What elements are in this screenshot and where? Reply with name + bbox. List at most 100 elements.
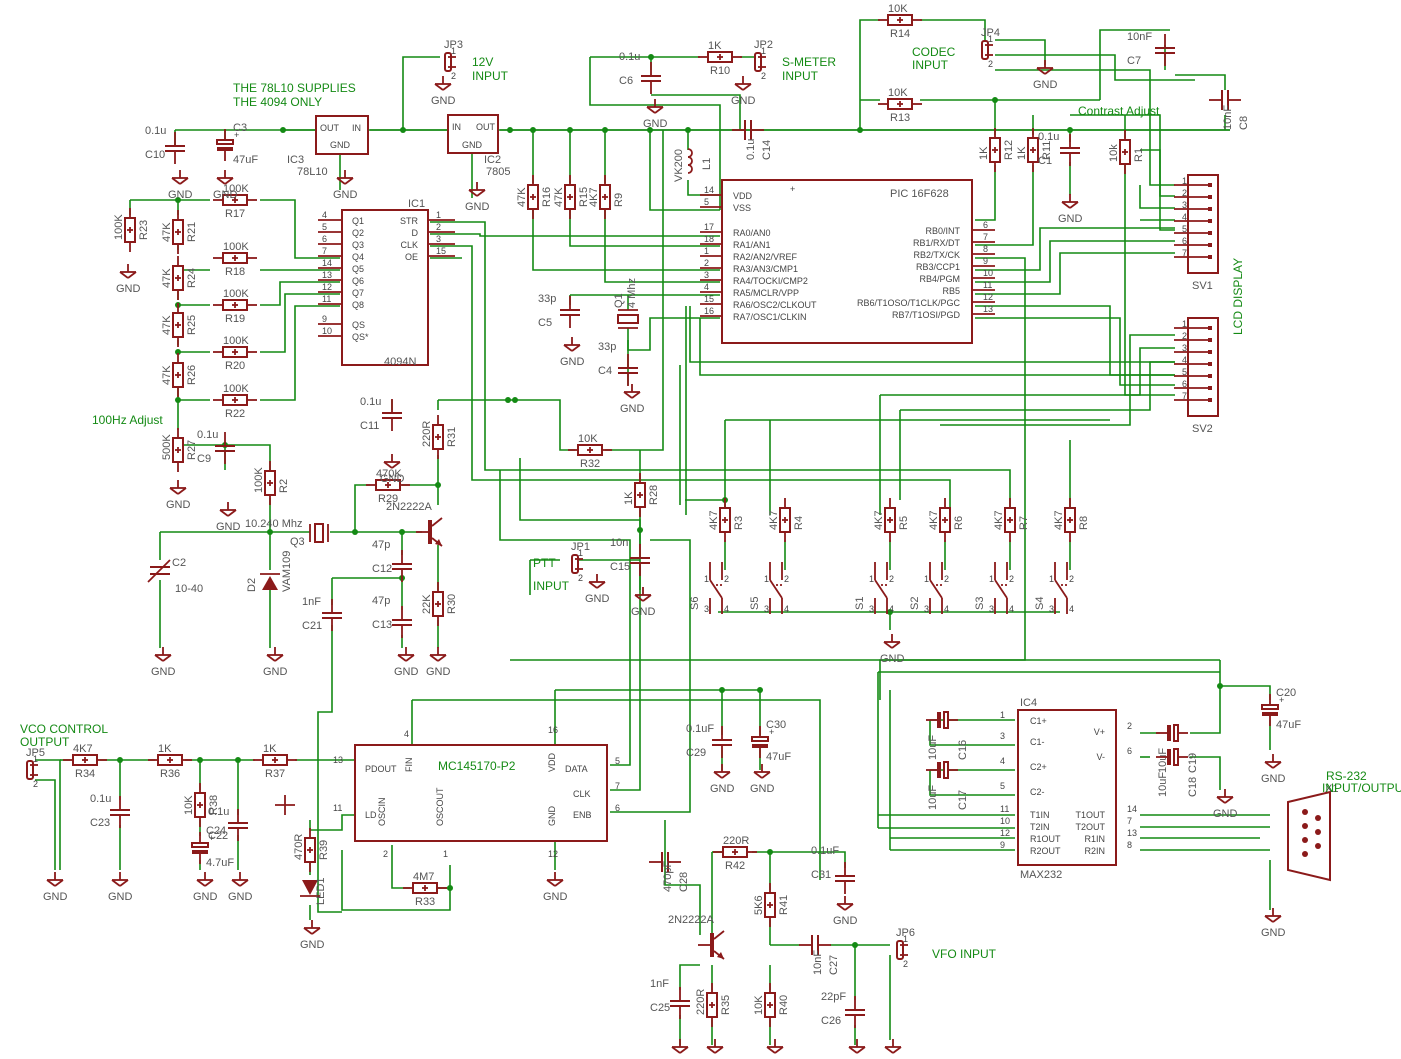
pin-number: 3 bbox=[764, 604, 769, 614]
wire bbox=[995, 39, 1046, 65]
ground-label: GND bbox=[394, 666, 419, 678]
ground-label: GND bbox=[116, 283, 141, 295]
jumper-name: JP5 bbox=[26, 747, 45, 759]
resistor-name: R16 bbox=[541, 187, 553, 207]
resistor-name: R21 bbox=[186, 222, 198, 242]
capacitor-value: 1nF bbox=[302, 596, 321, 608]
wire bbox=[341, 850, 451, 911]
ic4-pin-label: R2OUT bbox=[1030, 846, 1061, 856]
switch-name: S3 bbox=[974, 597, 986, 610]
pin-number: 1 bbox=[1049, 574, 1054, 584]
ic4-part: MAX232 bbox=[1020, 869, 1062, 881]
mc-pin-label: FIN bbox=[404, 758, 414, 773]
ic1-pin-number: 11 bbox=[322, 294, 331, 304]
resistor-name: R37 bbox=[265, 768, 285, 780]
ground-symbol: GND bbox=[833, 896, 858, 927]
resistor-value: 10K bbox=[578, 433, 598, 445]
ic3-pin-in: IN bbox=[352, 123, 361, 133]
capacitor-name: C21 bbox=[302, 620, 322, 632]
pic-pin-label: RA0/AN0 bbox=[733, 228, 771, 238]
resistor-name: R12 bbox=[1003, 140, 1015, 160]
crystal-name: Q3 bbox=[290, 536, 305, 548]
note-rs232: RS-232 bbox=[1326, 769, 1367, 783]
pin-number: 4 bbox=[1069, 604, 1074, 614]
crystal-name: Q1 bbox=[613, 293, 625, 308]
pic-pin-label: RB0/INT bbox=[925, 226, 960, 236]
resistor-value: 220R bbox=[421, 421, 433, 447]
junction-dot bbox=[267, 529, 273, 535]
wire bbox=[879, 659, 1220, 700]
junction-dot bbox=[1067, 127, 1073, 133]
capacitor-name: C20 bbox=[1276, 687, 1296, 699]
pin-number: 2 bbox=[988, 59, 993, 69]
switch-name: S1 bbox=[854, 597, 866, 610]
ground-label: GND bbox=[710, 783, 735, 795]
resistor-name: R2 bbox=[278, 479, 290, 493]
ic1-pin-number: 10 bbox=[322, 326, 332, 336]
mc-pin-number: 4 bbox=[404, 729, 409, 739]
capacitor-name: C30 bbox=[766, 719, 786, 731]
resistor-r38: 10K R38 bbox=[183, 783, 220, 827]
mc145170 bbox=[354, 744, 608, 842]
mc-pin-label: DATA bbox=[565, 764, 588, 774]
ic4-pin-number: 11 bbox=[1000, 804, 1009, 814]
ic1-pin-label: CLK bbox=[400, 240, 418, 250]
note-supply-2: THE 4094 ONLY bbox=[233, 95, 322, 109]
wire bbox=[929, 770, 1015, 796]
capacitor-name: C25 bbox=[650, 1002, 670, 1014]
resistor-name: R38 bbox=[208, 795, 220, 815]
pin-number: 1 bbox=[578, 548, 583, 558]
pic-pin-number: 4 bbox=[704, 282, 709, 292]
resistor-value: 4K7 bbox=[993, 510, 1005, 530]
led-led1 bbox=[300, 880, 320, 897]
capacitor-value: 1nF bbox=[650, 978, 669, 990]
resistor-value: 22K bbox=[421, 594, 433, 614]
ic4-pin-number: 9 bbox=[1000, 840, 1005, 850]
junction-dot bbox=[117, 757, 123, 763]
junction-dot bbox=[637, 527, 643, 533]
resistor-name: R39 bbox=[318, 840, 330, 860]
wire bbox=[35, 759, 61, 870]
ground-symbol: GND bbox=[213, 170, 238, 201]
wire bbox=[555, 689, 761, 735]
ground-symbol: GND bbox=[193, 872, 218, 903]
pic-pin-label: RB2/TX/CK bbox=[913, 250, 960, 260]
junction-dot bbox=[175, 397, 181, 403]
ic2-pin-in: IN bbox=[452, 122, 461, 132]
resistor-name: R4 bbox=[793, 516, 805, 530]
resistor-value: 1K bbox=[978, 146, 990, 160]
note-smeter: S-METER bbox=[782, 55, 836, 69]
pic-pin-number: 16 bbox=[704, 306, 714, 316]
resistor-name: R34 bbox=[75, 768, 95, 780]
ic4-pin-number: 2 bbox=[1127, 721, 1132, 731]
capacitor-value: 4.7uF bbox=[206, 857, 234, 869]
ic4-pin-number: 8 bbox=[1127, 840, 1132, 850]
resistor-name: R6 bbox=[953, 516, 965, 530]
resistor-value: 10K bbox=[183, 795, 195, 815]
wire bbox=[975, 305, 1175, 376]
wire bbox=[430, 245, 951, 515]
resistor-value: 47K bbox=[161, 315, 173, 335]
capacitor-value: 0.1u bbox=[90, 793, 111, 805]
ic1-pin-number: 12 bbox=[322, 282, 332, 292]
crystal-q3 bbox=[309, 523, 329, 543]
jumper-name: JP6 bbox=[896, 927, 915, 939]
ic4-pin-number: 10 bbox=[1000, 816, 1010, 826]
pin-number: 4 bbox=[724, 604, 729, 614]
ic1-pin-label: QS* bbox=[352, 332, 369, 342]
resistor-name: R25 bbox=[186, 315, 198, 335]
